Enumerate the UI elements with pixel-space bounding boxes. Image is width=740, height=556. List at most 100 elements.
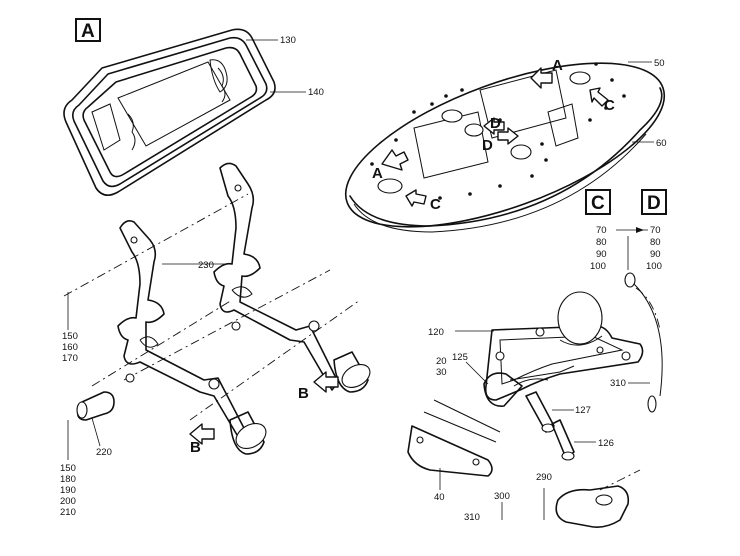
mount-bracket-hole — [416, 436, 424, 444]
panel-hole-1 — [377, 178, 403, 194]
bolt-126 — [551, 419, 575, 459]
spacer-sleeve — [76, 391, 115, 421]
bracket-right — [213, 162, 339, 391]
centerline-low — [189, 299, 361, 421]
zone-letter-b-left: B — [190, 439, 201, 456]
panel-window-right — [547, 103, 579, 147]
actuator-dome — [557, 291, 603, 345]
arrow-zone-a-bottom — [381, 149, 409, 171]
section-label-d-box — [641, 189, 667, 215]
panel-hole-3 — [464, 123, 484, 137]
callout-80b: 80 — [650, 237, 661, 248]
actuator-housing-125 — [483, 372, 523, 407]
callout-30: 30 — [436, 367, 447, 378]
lower-fitting-port — [595, 494, 613, 506]
panel-dot — [394, 138, 398, 142]
zone-letter-a-bottom: A — [372, 165, 383, 182]
callout-200: 200 — [60, 496, 76, 507]
cover-center-recess — [117, 61, 231, 147]
oval-panel-edge — [349, 87, 663, 227]
cover-left-pocket — [91, 103, 121, 151]
actuator-bolt — [495, 351, 505, 361]
panel-hole-2 — [441, 109, 463, 123]
callout-150a: 150 — [62, 331, 78, 342]
callout-80a: 80 — [596, 237, 607, 248]
panel-dot — [444, 94, 448, 98]
callout-125: 125 — [452, 352, 468, 363]
section-label-d: D — [647, 193, 661, 214]
callout-90b: 90 — [650, 249, 661, 260]
bracket-left — [117, 220, 247, 441]
bracket-arm-assembly: B B 230 150 160 170 220 150 180 190 200 … — [60, 162, 371, 518]
callout-50: 50 — [654, 58, 665, 69]
zone-letter-a-top: A — [552, 57, 563, 74]
bracket-left-clip — [139, 336, 159, 348]
zone-letter-d-2: D — [482, 137, 493, 154]
callout-180: 180 — [60, 474, 76, 485]
callout-310b: 310 — [464, 512, 480, 523]
bolt-127 — [525, 391, 555, 433]
cable-eyelet-top — [624, 272, 636, 288]
callout-120: 120 — [428, 327, 444, 338]
actuator-bolt — [535, 327, 545, 337]
gasket-outer-edge — [63, 28, 276, 196]
bracket-pivot-hole — [308, 320, 320, 332]
panel-dot — [430, 102, 434, 106]
panel-dot — [530, 174, 534, 178]
leader-125 — [465, 361, 489, 385]
lower-fitting-290 — [555, 485, 630, 528]
roller-left-face — [235, 423, 267, 449]
cover-wavy-right — [217, 67, 226, 103]
panel-dot — [622, 94, 626, 98]
cover-right-boss — [209, 59, 228, 93]
callout-130: 130 — [280, 35, 296, 46]
oval-panel-base — [353, 133, 647, 233]
mount-bracket-guide — [433, 399, 501, 433]
centerline-right — [123, 269, 331, 381]
panel-dot — [588, 118, 592, 122]
panel-dot — [594, 62, 598, 66]
callout-170: 170 — [62, 353, 78, 364]
centerline-top — [63, 193, 249, 297]
mount-bracket-40 — [407, 425, 493, 477]
arrow-zone-c-top — [589, 87, 609, 107]
section-label-a-box — [75, 18, 101, 42]
panel-dot — [610, 78, 614, 82]
actuator-bolt — [621, 351, 631, 361]
panel-dot — [498, 118, 502, 122]
centerline-mid — [91, 299, 233, 387]
leader-220 — [91, 417, 101, 447]
actuator-assembly: C D 70 80 90 100 70 80 90 100 310 — [407, 189, 667, 528]
panel-hole-5 — [569, 71, 591, 85]
spacer-sleeve-end — [76, 401, 88, 419]
callout-100a: 100 — [590, 261, 606, 272]
bracket-hole — [231, 321, 241, 331]
roller-right — [333, 351, 369, 393]
oval-panel-assembly: A C D D A C 50 60 — [344, 57, 667, 233]
mount-bracket-guide-2 — [423, 411, 497, 443]
callout-310a: 310 — [610, 378, 626, 389]
panel-dot — [540, 142, 544, 146]
callout-290: 290 — [536, 472, 552, 483]
callout-300: 300 — [494, 491, 510, 502]
gasket-inner-edge — [72, 36, 268, 188]
panel-dot — [544, 158, 548, 162]
section-label-c-box — [585, 189, 611, 215]
section-label-c: C — [591, 193, 605, 214]
bracket-right-clip — [231, 286, 253, 298]
oval-panel-top — [344, 62, 666, 228]
callout-90a: 90 — [596, 249, 607, 260]
panel-dot — [460, 88, 464, 92]
cable-clip-bottom — [647, 395, 657, 413]
actuator-plate-inner — [499, 335, 624, 385]
cable-wire — [633, 283, 663, 397]
panel-dot — [604, 106, 608, 110]
callout-126: 126 — [598, 438, 614, 449]
callout-40: 40 — [434, 492, 445, 503]
callout-140: 140 — [308, 87, 324, 98]
arrow-zone-a-top — [530, 67, 553, 89]
arrow-zone-d-right — [497, 127, 519, 145]
arrow-zone-d-left — [483, 117, 505, 135]
section-label-a: A — [81, 21, 95, 42]
actuator-link-rod — [509, 365, 575, 381]
